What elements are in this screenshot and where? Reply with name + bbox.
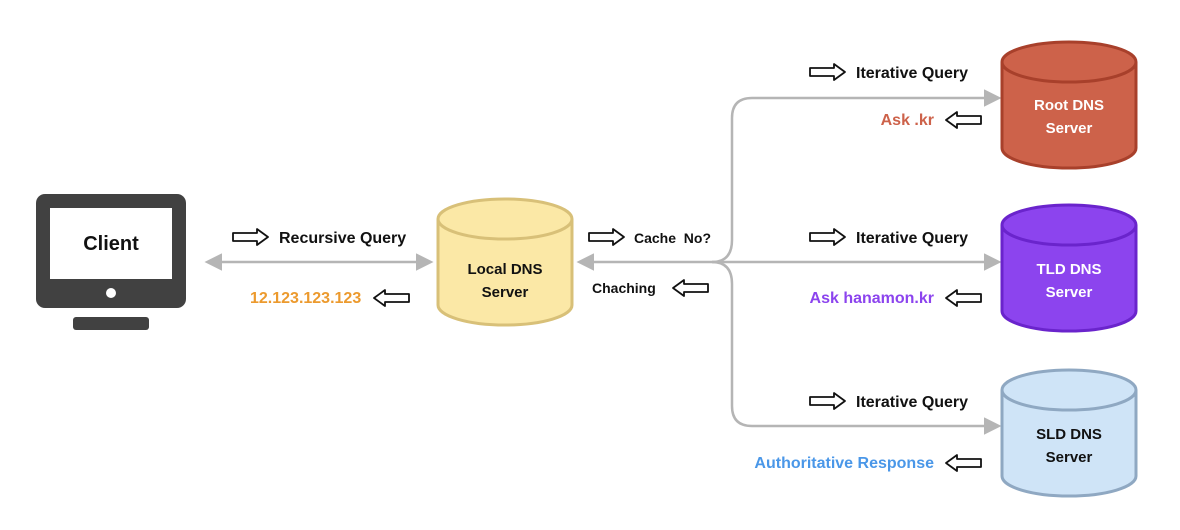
left-arrow-icon [945,289,982,307]
tld-response-label: Ask hanamon.kr [810,290,934,307]
iterative-query-tld-label: Iterative Query [856,230,968,247]
sld-connector [711,260,1002,435]
sld-dns-body [1000,390,1138,498]
iterative-query-root-label: Iterative Query [856,65,968,82]
root-dns-label-line2: Server [1046,120,1093,137]
recursive-query-label: Recursive Query [279,230,406,247]
root-dns-top [1000,40,1138,84]
tld-dns-body [1000,225,1138,333]
local-dns-label-line2: Server [482,284,529,301]
sld-dns-label-line2: Server [1046,449,1093,466]
response-ip-label: 12.123.123.123 [250,290,361,307]
tld-dns-label-line2: Server [1046,284,1093,301]
iterative-query-sld-label: Iterative Query [856,394,968,411]
tld-dns-label-line1: TLD DNS [1037,261,1102,278]
client-computer: Client [36,194,186,330]
tld-dns-top [1000,203,1138,247]
local-dns-label-line1: Local DNS [467,261,542,278]
caching-label: Chaching [592,280,656,296]
root-dns-server: Root DNS Server [1000,40,1138,170]
left-arrow-icon [945,454,982,472]
sld-dns-server: SLD DNS Server [1000,368,1138,498]
root-dns-body [1000,62,1138,170]
local-dns-body [436,219,574,327]
sld-dns-top [1000,368,1138,412]
left-arrow-icon [373,289,410,307]
left-arrow-icon [945,111,982,129]
cache-query-label: Cache No? [634,230,711,246]
right-arrow-icon [809,392,846,410]
right-arrow-icon [809,63,846,81]
local-dns-server: Local DNS Server [436,197,574,327]
root-connector [711,89,1002,264]
root-dns-label-line1: Root DNS [1034,97,1104,114]
right-arrow-icon [809,228,846,246]
sld-response-label: Authoritative Response [754,455,934,472]
local-dns-top [436,197,574,241]
client-label: Client [83,233,139,255]
tld-dns-server: TLD DNS Server [1000,203,1138,333]
right-arrow-icon [232,228,269,246]
sld-dns-label-line1: SLD DNS [1036,426,1102,443]
root-response-label: Ask .kr [881,112,934,129]
left-arrow-icon [672,279,709,297]
monitor-icon [36,194,186,330]
right-arrow-icon [588,228,625,246]
connectors [204,89,1002,435]
